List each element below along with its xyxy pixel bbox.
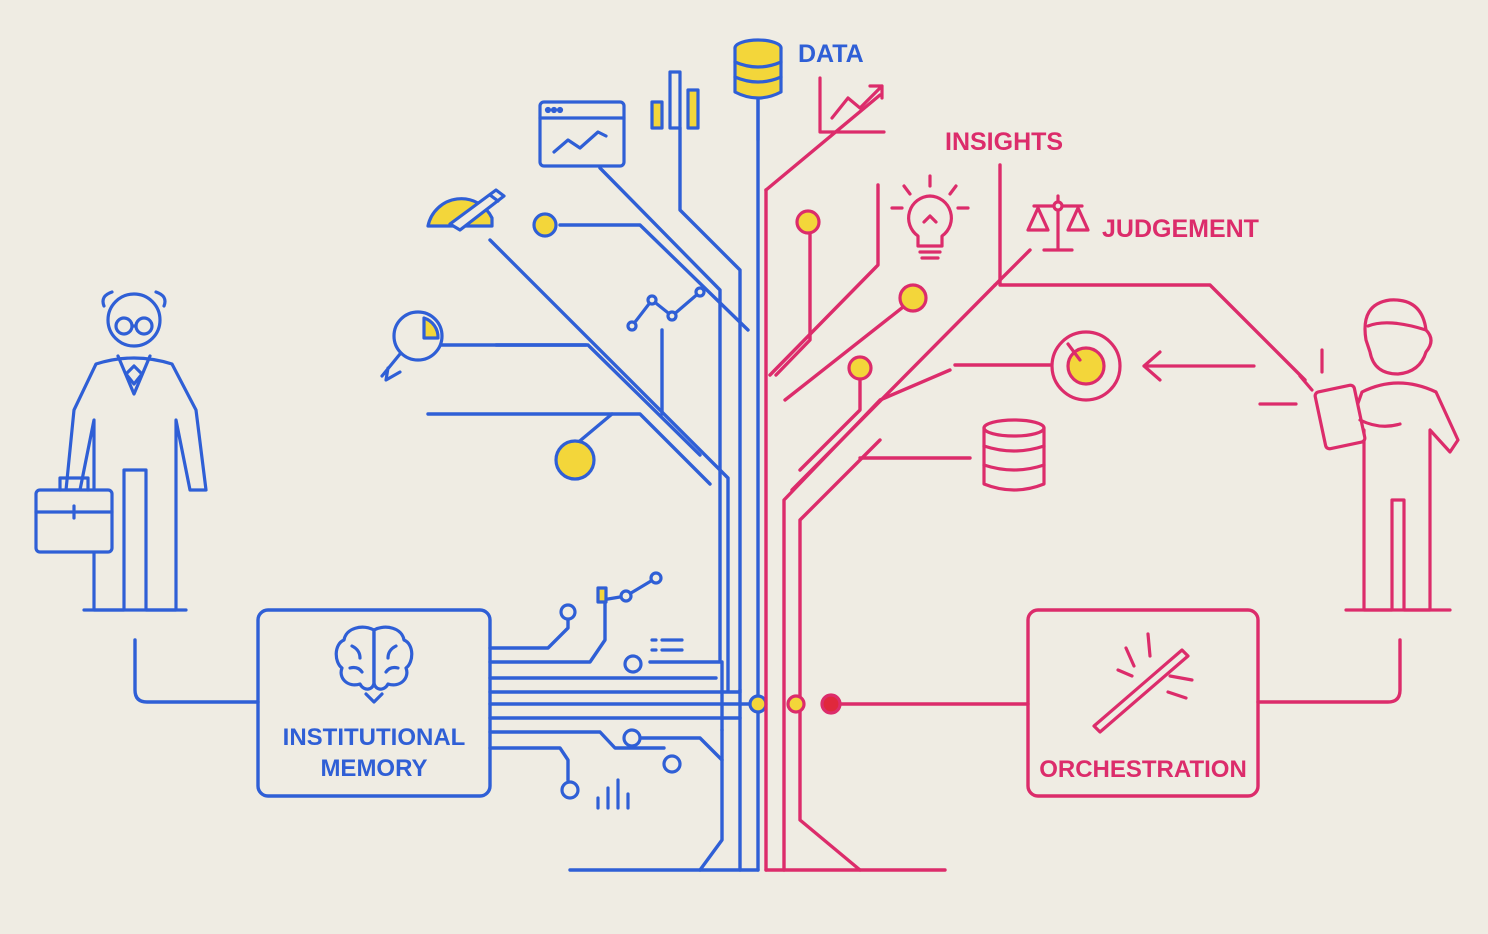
node-small: [559, 603, 577, 621]
pink-branch-mid: [790, 283, 997, 492]
lightbulb-icon: [890, 174, 970, 260]
junction-node-yellow: [748, 694, 768, 714]
institutional-label-line2: MEMORY: [320, 755, 427, 782]
circuit-1: [488, 614, 570, 650]
bar-chart-small-icon: [596, 778, 630, 810]
trend-arrow-icon: [818, 76, 886, 134]
blue-branch-node1: [558, 223, 750, 332]
insights-label: INSIGHTS: [945, 128, 1063, 156]
small-graph-icon: [596, 571, 663, 604]
node-yellow: [847, 355, 873, 381]
node-yellow: [795, 209, 821, 235]
data-label: DATA: [798, 40, 864, 68]
gauge-pencil-icon: [426, 188, 506, 232]
magic-wand-icon: [1092, 632, 1194, 734]
junction-node-yellow: [786, 694, 806, 714]
pink-branch-bulb: [768, 183, 880, 377]
database-icon-pink: [982, 418, 1046, 492]
node-small: [560, 780, 580, 800]
blue-branch-magnifier: [438, 343, 702, 457]
arrow-left-icon: [1142, 350, 1256, 382]
node-yellow-large: [554, 439, 596, 481]
circuit-7: [488, 730, 666, 750]
judgement-label: JUDGEMENT: [1102, 215, 1259, 243]
node-small: [623, 654, 643, 674]
pink-branch-node2: [783, 298, 914, 402]
circuit-8: [488, 746, 570, 782]
pink-branch-judgement: [998, 163, 1307, 382]
node-yellow: [532, 212, 558, 238]
brain-icon: [334, 625, 414, 704]
elder-person-icon: [64, 290, 208, 612]
pink-branch-trend: [764, 93, 882, 192]
list-icon: [650, 638, 684, 652]
blue-branch-lower: [426, 412, 712, 486]
circuit-2: [488, 598, 607, 664]
tablet-icon: [1313, 383, 1402, 451]
junction-node-red: [820, 693, 842, 715]
orchestration-box: ORCHESTRATION: [1026, 608, 1260, 798]
institutional-memory-box: INSTITUTIONAL MEMORY: [256, 608, 492, 798]
pink-nodes: [786, 209, 928, 715]
node-small: [622, 728, 642, 748]
target-icon: [1050, 330, 1122, 402]
left-connector: [133, 638, 260, 704]
blue-branches: [133, 98, 760, 872]
database-icon: [733, 38, 783, 142]
pink-branch-node1: [774, 223, 812, 377]
young-person-icon: [1258, 298, 1460, 612]
pink-inner-trunk: [782, 368, 952, 872]
circuit-10: [638, 736, 724, 762]
institutional-label-line1: INSTITUTIONAL: [283, 724, 466, 751]
blue-nodes: [532, 212, 768, 800]
pink-branch-node3: [798, 370, 862, 472]
line-graph-icon: [626, 286, 706, 332]
blue-branch-barchart: [678, 126, 742, 692]
briefcase-icon: [34, 476, 114, 554]
right-connector: [1256, 638, 1402, 704]
pink-root-right: [798, 438, 882, 872]
blue-branch-browser: [598, 166, 722, 662]
blue-root-left: [698, 728, 724, 872]
circuit-9: [648, 660, 724, 732]
bar-chart-icon: [650, 70, 700, 130]
pink-branches: [764, 93, 1402, 872]
blue-branch-node2: [573, 412, 614, 447]
magnifier-pie-icon: [380, 310, 444, 382]
orchestration-label: ORCHESTRATION: [1039, 756, 1247, 783]
browser-chart-icon: [538, 100, 626, 168]
pink-branch-scales: [993, 248, 1032, 287]
node-yellow: [898, 283, 928, 313]
blue-branch-gauge: [488, 238, 730, 692]
scales-icon: [1026, 194, 1090, 252]
node-small: [662, 754, 682, 774]
